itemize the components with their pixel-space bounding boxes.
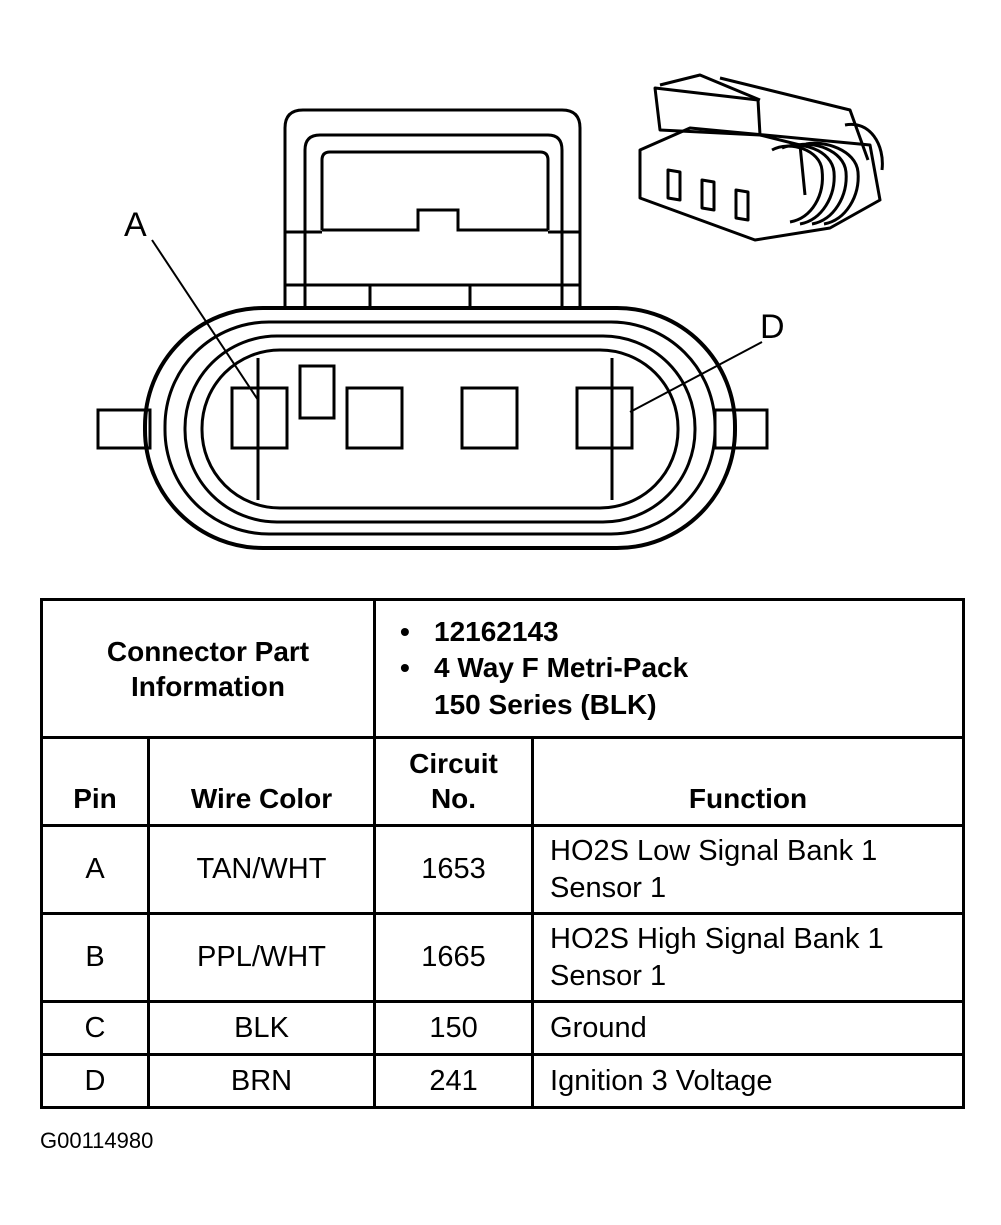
connector-diagram: A D: [96, 73, 884, 550]
circuit-cell: 1653: [373, 824, 535, 915]
col-header-wire-color: Wire Color: [146, 736, 377, 827]
pin-cavity-c: [460, 386, 519, 450]
pin-cavity-a: [230, 386, 289, 450]
col-header-pin: Pin: [40, 736, 150, 827]
wire-color-cell: TAN/WHT: [146, 824, 377, 915]
pin-cavity-b: [345, 386, 404, 450]
wire-color-cell: BLK: [146, 1000, 377, 1056]
left-tab: [96, 408, 152, 450]
col-header-circuit: Circuit No.: [373, 736, 535, 827]
pin-label-d: D: [760, 308, 785, 346]
figure-id: G00114980: [40, 1128, 154, 1153]
pin-cavity-d: [575, 386, 634, 450]
table-row: A TAN/WHT 1653 HO2S Low Signal Bank 1 Se…: [40, 824, 966, 915]
table-row: C BLK 150 Ground: [40, 1000, 966, 1056]
pin-cell: B: [40, 912, 150, 1003]
latch-inner: [303, 133, 564, 310]
pin-cell: C: [40, 1000, 150, 1056]
part-info-list: 12162143 4 Way F Metri-Pack 150 Series (…: [373, 598, 966, 739]
right-tab: [713, 408, 769, 450]
part-type: 4 Way F Metri-Pack: [400, 650, 956, 687]
table-row: D BRN 241 Ignition 3 Voltage: [40, 1053, 966, 1109]
part-info-label: Connector Part Information: [39, 598, 377, 739]
part-number: 12162143: [400, 614, 956, 651]
function-cell: Ignition 3 Voltage: [531, 1053, 966, 1109]
pin-label-a: A: [124, 206, 147, 244]
function-cell: HO2S Low Signal Bank 1 Sensor 1: [531, 824, 966, 915]
table-row: B PPL/WHT 1665 HO2S High Signal Bank 1 S…: [40, 912, 966, 1003]
part-series: 150 Series (BLK): [434, 688, 657, 720]
wire-color-cell: PPL/WHT: [146, 912, 377, 1003]
connector-3d-view: [638, 73, 884, 242]
circuit-cell: 1665: [373, 912, 535, 1003]
leader-a: [151, 239, 259, 401]
circuit-cell: 241: [373, 1053, 535, 1109]
function-cell: HO2S High Signal Bank 1 Sensor 1: [531, 912, 966, 1003]
pin-cell: A: [40, 824, 150, 915]
function-cell: Ground: [531, 1000, 966, 1056]
col-header-circuit-text: Circuit No.: [409, 748, 498, 814]
connector-info-table: Connector Part Information 12162143 4 Wa…: [39, 598, 966, 1109]
circuit-cell: 150: [373, 1000, 535, 1056]
latch-outer: [283, 108, 582, 310]
pin-cell: D: [40, 1053, 150, 1109]
col-header-function: Function: [531, 736, 966, 827]
wire-color-cell: BRN: [146, 1053, 377, 1109]
leader-d: [629, 341, 763, 413]
lock-tab: [298, 364, 336, 420]
connector-body: [143, 306, 737, 550]
